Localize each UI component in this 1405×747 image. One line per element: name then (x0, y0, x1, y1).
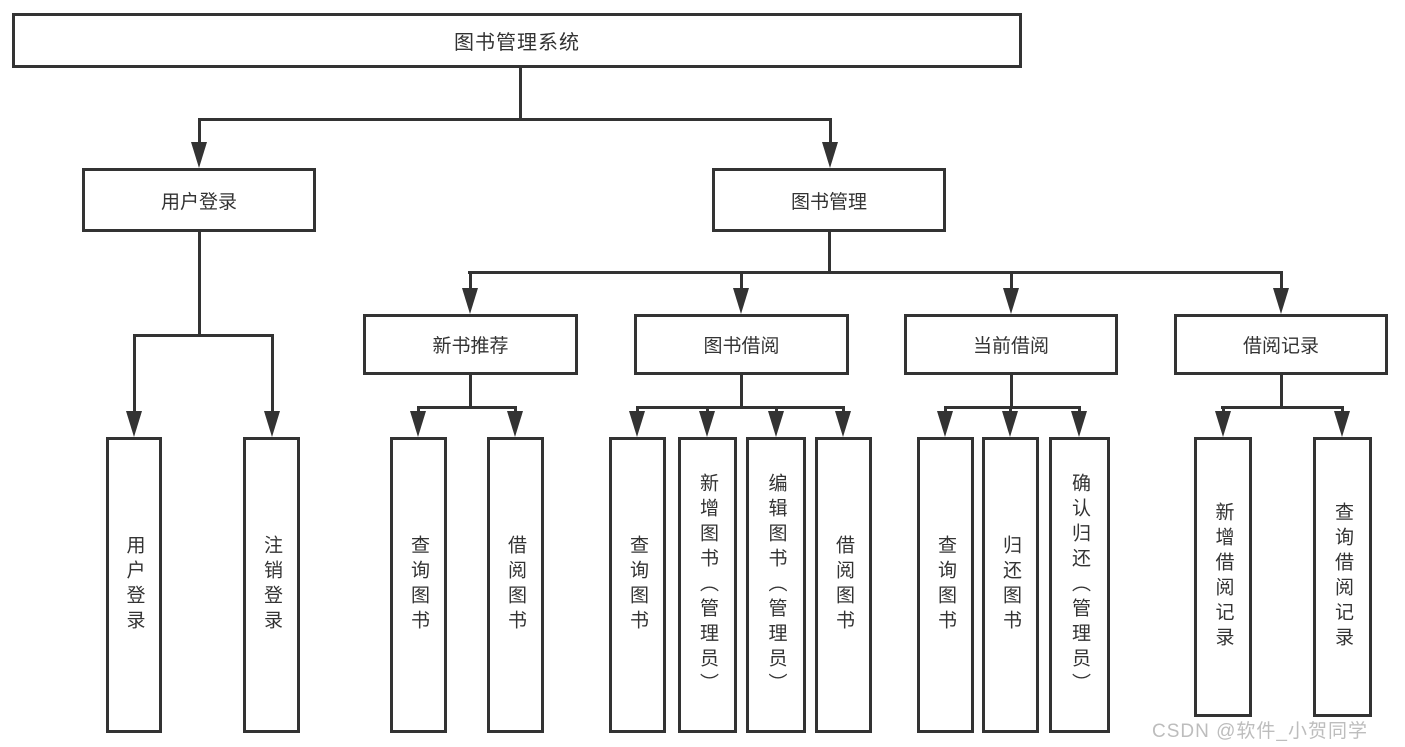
node-root-label: 图书管理系统 (454, 32, 580, 54)
arrowhead-down-icon (699, 411, 715, 437)
arrowhead-down-icon (768, 411, 784, 437)
arrowhead-down-icon (462, 288, 478, 314)
node-book-borrowing-label: 图书借阅 (703, 336, 780, 357)
connector-line (1010, 271, 1013, 291)
leaf-borrow-books-1-label: 借阅图书 (505, 535, 526, 635)
leaf-borrow-books-2-label: 借阅图书 (833, 535, 854, 635)
arrowhead-down-icon (1003, 288, 1019, 314)
arrowhead-down-icon (1215, 411, 1231, 437)
connector-user-login-drop (198, 230, 201, 336)
connector-new-book-drop (469, 373, 472, 409)
arrowhead-down-icon (1334, 411, 1350, 437)
watermark: CSDN @软件_小贺同学 (1152, 721, 1368, 742)
arrowhead-down-icon (629, 411, 645, 437)
leaf-add-borrow-record-label: 新增借阅记录 (1212, 502, 1234, 652)
connector-new-book-branch (417, 406, 517, 409)
node-new-book-recommend: 新书推荐 (363, 314, 578, 375)
leaf-logout-label: 注销登录 (261, 535, 282, 635)
arrowhead-down-icon (191, 142, 207, 168)
node-book-management: 图书管理 (712, 168, 946, 232)
node-current-borrowing: 当前借阅 (904, 314, 1118, 375)
leaf-borrow-books-2: 借阅图书 (815, 437, 872, 733)
leaf-return-books-label: 归还图书 (1000, 535, 1021, 635)
leaf-query-books-2-label: 查询图书 (627, 535, 648, 635)
connector-line (133, 334, 136, 414)
connector-book-management-branch (468, 271, 1282, 274)
leaf-add-borrow-record: 新增借阅记录 (1194, 437, 1252, 717)
leaf-query-borrow-record-label: 查询借阅记录 (1332, 502, 1353, 652)
node-book-management-label: 图书管理 (790, 191, 867, 213)
arrowhead-down-icon (1071, 411, 1087, 437)
node-borrowing-records: 借阅记录 (1174, 314, 1388, 375)
leaf-query-books-3: 查询图书 (917, 437, 974, 733)
node-new-book-recommend-label: 新书推荐 (432, 336, 509, 357)
node-book-borrowing: 图书借阅 (634, 314, 849, 375)
node-borrowing-records-label: 借阅记录 (1242, 336, 1319, 357)
arrowhead-down-icon (1002, 411, 1018, 437)
connector-line (740, 271, 743, 291)
arrowhead-down-icon (1273, 288, 1289, 314)
arrowhead-down-icon (264, 411, 280, 437)
arrowhead-down-icon (126, 411, 142, 437)
leaf-confirm-return-admin-label: 确认归还（管理员） (1069, 472, 1090, 698)
connector-borrowing-records-branch (1221, 406, 1344, 409)
arrowhead-down-icon (507, 411, 523, 437)
connector-line (829, 118, 832, 146)
node-root: 图书管理系统 (12, 13, 1022, 68)
leaf-edit-book-admin-label: 编辑图书（管理员） (765, 472, 787, 698)
arrowhead-down-icon (835, 411, 851, 437)
connector-current-borrowing-drop (1010, 373, 1013, 409)
leaf-query-books-3-label: 查询图书 (935, 535, 956, 635)
connector-line (1280, 271, 1283, 291)
connector-root-branch (198, 118, 832, 121)
node-current-borrowing-label: 当前借阅 (972, 336, 1049, 357)
leaf-edit-book-admin: 编辑图书（管理员） (746, 437, 806, 733)
arrowhead-down-icon (733, 288, 749, 314)
leaf-query-borrow-record: 查询借阅记录 (1313, 437, 1372, 717)
leaf-add-book-admin: 新增图书（管理员） (678, 437, 737, 733)
leaf-query-books-1: 查询图书 (390, 437, 447, 733)
connector-line (271, 334, 274, 414)
node-user-login-label: 用户登录 (160, 191, 237, 213)
leaf-query-books-1-label: 查询图书 (408, 535, 429, 635)
connector-line (198, 118, 201, 146)
node-user-login: 用户登录 (82, 168, 316, 232)
leaf-logout: 注销登录 (243, 437, 300, 733)
connector-line (469, 271, 472, 291)
connector-borrowing-records-drop (1280, 373, 1283, 409)
arrowhead-down-icon (937, 411, 953, 437)
arrowhead-down-icon (410, 411, 426, 437)
connector-book-management-drop (828, 230, 831, 274)
leaf-user-login: 用户登录 (106, 437, 162, 733)
connector-user-login-branch (133, 334, 274, 337)
leaf-confirm-return-admin: 确认归还（管理员） (1049, 437, 1110, 733)
connector-book-borrowing-branch (636, 406, 845, 409)
leaf-return-books: 归还图书 (982, 437, 1039, 733)
leaf-user-login-label: 用户登录 (123, 535, 145, 635)
leaf-add-book-admin-label: 新增图书（管理员） (697, 472, 718, 698)
leaf-query-books-2: 查询图书 (609, 437, 666, 733)
leaf-borrow-books-1: 借阅图书 (487, 437, 544, 733)
connector-current-borrowing-branch (944, 406, 1081, 409)
connector-book-borrowing-drop (740, 373, 743, 409)
connector-root-drop (519, 66, 522, 121)
arrowhead-down-icon (822, 142, 838, 168)
